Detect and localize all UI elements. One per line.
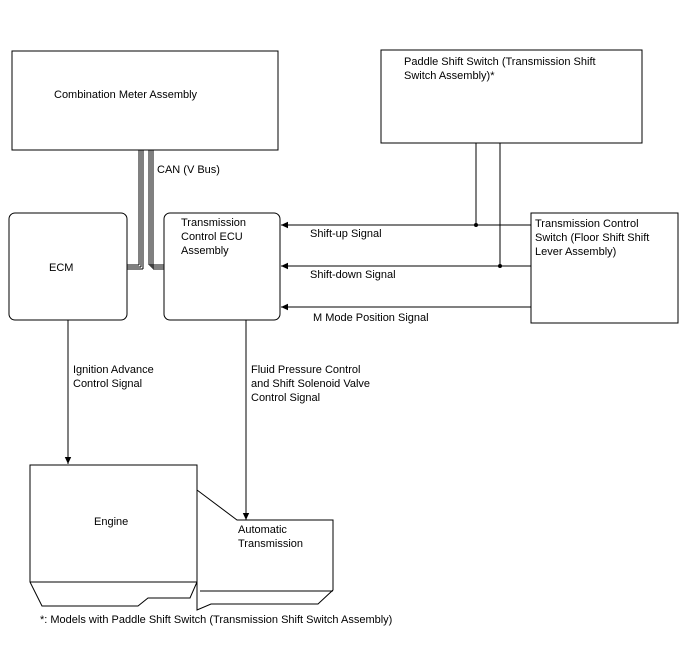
- transmission-ecu-box: [163, 212, 281, 321]
- ecm-label: ECM: [49, 262, 73, 274]
- footnote: *: Models with Paddle Shift Switch (Tran…: [40, 614, 392, 626]
- combination-meter-label: Combination Meter Assembly: [54, 89, 198, 101]
- ignition-advance-label: Ignition Advance Control Signal: [73, 364, 157, 390]
- transmission-control-switch-box: [530, 212, 679, 324]
- m-mode-label: M Mode Position Signal: [313, 312, 429, 324]
- shift-up-label: Shift-up Signal: [310, 228, 382, 240]
- engine-transmission-drawing: [29, 464, 334, 611]
- paddle-shift-switch-box: [380, 49, 643, 144]
- fluid-pressure-label: Fluid Pressure Control and Shift Solenoi…: [251, 364, 373, 404]
- transmission-control-switch-label: Transmission Control Switch (Floor Shift…: [535, 218, 652, 258]
- engine-label: Engine: [94, 516, 128, 528]
- engine-shape: [29, 464, 198, 607]
- shift-down-label: Shift-down Signal: [310, 269, 396, 281]
- transmission-ecu-label: Transmission Control ECU Assembly: [181, 217, 249, 257]
- paddle-switch-lines: [474, 143, 502, 268]
- transmission-shape: [196, 489, 334, 611]
- paddle-shift-switch-label: Paddle Shift Switch (Transmission Shift …: [404, 56, 599, 82]
- can-bus-label: CAN (V Bus): [157, 164, 220, 176]
- automatic-transmission-label: Automatic Transmission: [238, 524, 303, 550]
- can-bus-lines: [127, 150, 164, 270]
- combination-meter-box: [11, 50, 279, 151]
